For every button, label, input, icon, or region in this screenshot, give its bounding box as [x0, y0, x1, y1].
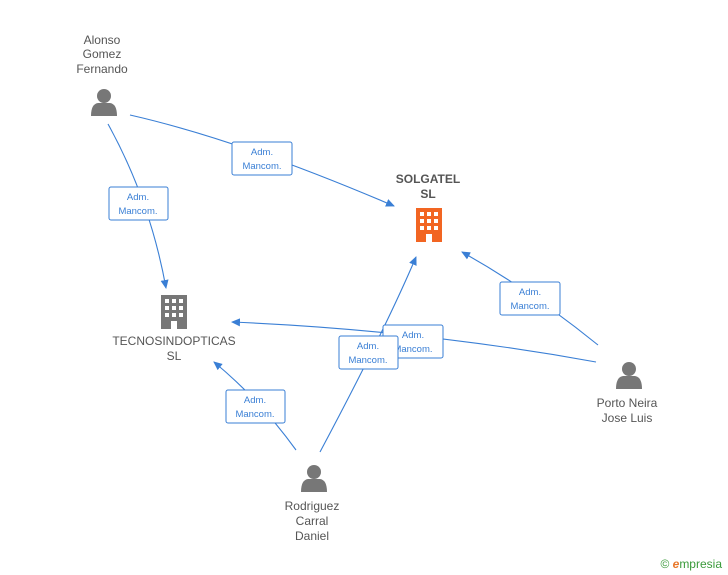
- node-label-line: Rodriguez: [285, 499, 340, 513]
- building-icon: [161, 295, 187, 329]
- node-solgatel[interactable]: SOLGATEL SL: [396, 172, 460, 242]
- empresia-watermark: © empresia: [660, 557, 722, 571]
- node-porto[interactable]: Porto Neira Jose Luis: [597, 362, 658, 425]
- edge-label-line-1: Adm.: [519, 287, 541, 298]
- edge-label-porto-solgatel[interactable]: Adm. Mancom.: [499, 281, 561, 316]
- brand-name: mpresia: [679, 557, 722, 571]
- node-rodriguez[interactable]: Rodriguez Carral Daniel: [285, 465, 340, 543]
- edge-label-line-1: Adm.: [402, 330, 424, 341]
- edge-label-line-2: Mancom.: [235, 409, 274, 420]
- person-icon: [301, 465, 327, 492]
- edge-label-line-2: Mancom.: [118, 206, 157, 217]
- node-alonso[interactable]: Alonso Gomez Fernando: [76, 33, 128, 116]
- person-icon: [91, 89, 117, 116]
- node-label-line: Gomez: [83, 47, 122, 61]
- node-label-line: Carral: [296, 514, 329, 528]
- node-label-line: Porto Neira: [597, 396, 658, 410]
- node-label-line: SL: [167, 349, 182, 363]
- edge-labels: Adm. Mancom. Adm. Mancom. Adm. Mancom. A…: [108, 141, 561, 424]
- node-label-line: SL: [420, 187, 435, 201]
- edge-label-line-1: Adm.: [244, 395, 266, 406]
- building-icon: [416, 208, 442, 242]
- edge-label-line-2: Mancom.: [242, 161, 281, 172]
- edge-label-line-1: Adm.: [357, 341, 379, 352]
- edge-label-alonso-solgatel[interactable]: Adm. Mancom.: [231, 141, 293, 176]
- node-tecnos[interactable]: TECNOSINDOPTICAS SL: [112, 295, 236, 363]
- edge-label-rodriguez-solgatel[interactable]: Adm. Mancom.: [338, 335, 399, 370]
- copyright-symbol: ©: [660, 557, 670, 571]
- node-label-line: Daniel: [295, 529, 329, 543]
- node-label-line: TECNOSINDOPTICAS: [112, 334, 235, 348]
- node-label-line: SOLGATEL: [396, 172, 460, 186]
- edge-label-alonso-tecnos[interactable]: Adm. Mancom.: [108, 186, 169, 221]
- edge-label-line-2: Mancom.: [348, 355, 387, 366]
- edge-label-rodriguez-tecnos[interactable]: Adm. Mancom.: [225, 389, 286, 424]
- brand-initial: e: [672, 557, 680, 571]
- node-label-line: Fernando: [76, 62, 128, 76]
- edge-label-line-2: Mancom.: [510, 301, 549, 312]
- edge-label-line-1: Adm.: [127, 192, 149, 203]
- edge-label-line-2: Mancom.: [393, 344, 432, 355]
- node-label-line: Alonso: [84, 33, 121, 47]
- edge-label-line-1: Adm.: [251, 147, 273, 158]
- person-icon: [616, 362, 642, 389]
- node-label-line: Jose Luis: [602, 411, 653, 425]
